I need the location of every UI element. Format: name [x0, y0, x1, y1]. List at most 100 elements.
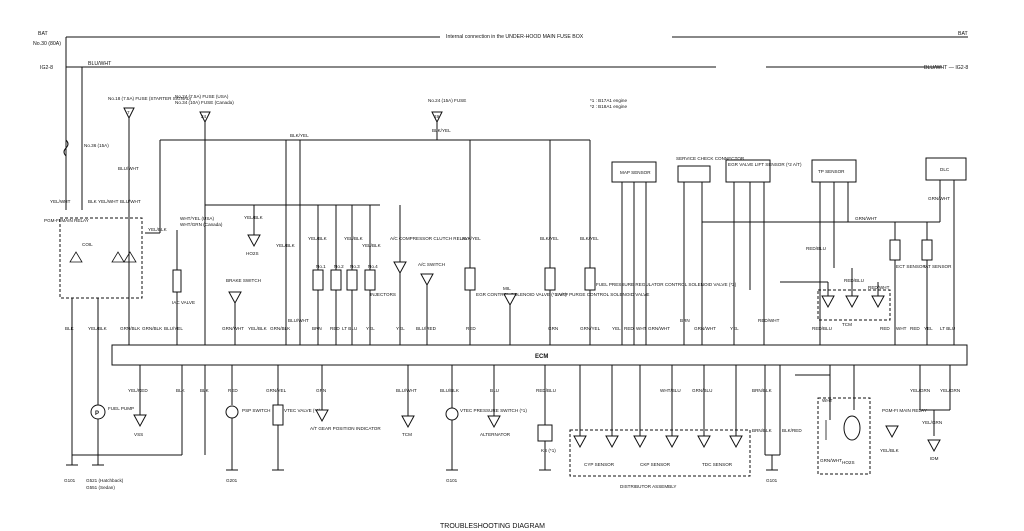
wire-label: BLU/WHT	[118, 166, 139, 171]
ho2s-top: HO2S	[246, 234, 261, 256]
wire-label: RED	[466, 326, 476, 331]
tp-sensor-label: TP SENSOR	[818, 169, 845, 174]
vtec-pressure-switch: VTEC PRESSURE SWITCH (*1) G101	[445, 407, 527, 483]
wire-label: RED	[624, 326, 634, 331]
wire-label: WHT/GRN (Canada)	[180, 222, 223, 227]
wire-label: RED/BLU	[812, 326, 832, 331]
vss-label: VSS	[134, 432, 143, 437]
fuse18-label: No.18 (7.5A) FUSE (STARTER SIGNAL)	[108, 96, 192, 101]
map-sensor-label: MAP SENSOR	[620, 170, 651, 175]
wire-label: YEL/BLK	[880, 448, 900, 453]
pgm-main-relay-label: PGM-FI MAIN RELAY	[44, 218, 89, 223]
iac-valve-label: IAC VALVE	[172, 300, 195, 305]
wire-label: YEL/GRN	[910, 388, 930, 393]
wire-label: RED	[330, 326, 340, 331]
wire-label: YEL/BLK	[308, 236, 328, 241]
fuse24-label: No.24 (15A) FUSE	[428, 98, 466, 103]
injector-4-label: No.4	[368, 264, 378, 269]
wire-label: YEL/GRN	[922, 420, 942, 425]
evap-purge-solenoid: EVAP PURGE CONTROL SOLENOID VALVE	[544, 267, 649, 355]
ac-compressor-relay: A/C COMPRESSOR CLUTCH RELAY	[390, 236, 468, 355]
wire-label: GRN/WHT	[222, 326, 244, 331]
at-gear-label: A/T GEAR POSITION INDICATOR	[310, 426, 381, 431]
iac-valve: IAC VALVE	[172, 230, 195, 355]
g521-label: G521 (Hatchback)	[86, 478, 124, 483]
wire-label: YEL	[396, 326, 405, 331]
wire-label: GRN/WHT	[928, 196, 950, 201]
wire-label: BRN/BLK	[752, 388, 773, 393]
wire-label: WHT	[636, 326, 647, 331]
tcm-top-label: TCM	[842, 322, 852, 327]
idm: YEL/GRN IDM	[922, 420, 942, 461]
wire-label: BLU/RED	[416, 326, 437, 331]
internal-conn-label: Internal connection in the UNDER-HOOD MA…	[446, 34, 584, 40]
coil-label: COIL	[82, 242, 93, 247]
alternator: ALTERNATOR	[480, 415, 511, 437]
wire-label: WHT/YEL (USA)	[180, 216, 214, 221]
wire-label: BLK	[176, 388, 186, 393]
wire-label: BLU/WHT	[288, 318, 309, 323]
fuel-pr-label: FUEL PRESSURE REGULATOR CONTROL SOLENOID…	[596, 282, 737, 287]
at-gear-position-indicator: A/T GEAR POSITION INDICATOR	[310, 409, 381, 431]
pgm-fi-main-relay-2: PGM-FI MAIN RELAY YEL/BLK	[880, 408, 927, 453]
ho2s-bottom-label: HO2S	[842, 460, 855, 465]
wire-label: GRN	[316, 388, 326, 393]
psp-switch: PSP SWITCH G201	[225, 405, 271, 483]
wire-label: BRN	[312, 326, 322, 331]
wire-label: YEL/WHT	[98, 199, 119, 204]
pgm-main-relay2-label: PGM-FI MAIN RELAY	[882, 408, 927, 413]
wire-label: BLK/YEL	[290, 133, 309, 138]
wire-label: YEL	[924, 326, 933, 331]
wire-label: RED	[910, 326, 920, 331]
wire-label: BLK	[200, 388, 210, 393]
wire-label: WHT	[822, 398, 833, 403]
ground-g101a: G101 G521 (Hatchback) G551 (Sedan)	[64, 355, 124, 490]
wire-label: GRN/WHT	[648, 326, 670, 331]
wire-label: LT BLU	[940, 326, 955, 331]
wire-label: RED/WHT	[868, 285, 890, 290]
wire-label: YEL/BLK	[88, 326, 108, 331]
ground-g101c: G101	[765, 454, 780, 483]
ig2-rail: IG2-8 BLU/WHT BLU/WHT — IG2-8	[40, 61, 968, 71]
ig2-label-right: BLU/WHT — IG2-8	[924, 65, 968, 71]
fuse18: No.18 (7.5A) FUSE (STARTER SIGNAL) 7 BLU…	[108, 96, 192, 355]
g101b-label: G101	[446, 478, 458, 483]
injector-2-label: No.2	[334, 264, 344, 269]
wire-label: YEL/BLK	[276, 243, 296, 248]
bus-drops	[205, 140, 591, 355]
wire-label: GRN/WHT	[820, 458, 842, 463]
footer-title: TROUBLESHOOTING DIAGRAM	[440, 523, 545, 530]
g201-label: G201	[226, 478, 238, 483]
fuel-pump: P FUEL PUMP	[90, 355, 134, 465]
injectors-label: INJECTORS	[370, 292, 396, 297]
ac-switch-label: A/C SWITCH	[418, 262, 445, 267]
fuse24: No.24 (15A) FUSE 19 BLK/YEL	[428, 98, 466, 140]
injector-1-label: No.1	[316, 264, 326, 269]
wire-label: RED	[880, 326, 890, 331]
ecm: ECM	[111, 344, 968, 366]
map-sensor: MAP SENSOR	[611, 161, 657, 355]
g101c-label: G101	[766, 478, 778, 483]
fuse36-label: No.36 (15A)	[84, 143, 109, 148]
g101a-label: G101	[64, 478, 76, 483]
vtec-ps-label: VTEC PRESSURE SWITCH (*1)	[460, 408, 527, 413]
ks-label: KS (*1)	[541, 448, 556, 453]
wire-label: GRN/WHT	[855, 216, 877, 221]
egr-solenoid-label: EGR CONTROL SOLENOID VALVE (*1 A/T)	[476, 292, 567, 297]
wire-label: YEL/BLK	[244, 215, 264, 220]
ac-switch: A/C SWITCH	[418, 262, 445, 355]
fuse30-label: No.30 (80A)	[33, 41, 61, 47]
wire-label: GRN/BLK	[270, 326, 291, 331]
dlc-label: DLC	[940, 167, 950, 172]
wire-label: WHT	[896, 326, 907, 331]
wire-label: BRN/BLK	[752, 428, 773, 433]
wire-label: GRN/YEL	[266, 388, 287, 393]
wire-label: BRN	[680, 318, 690, 323]
engine-note-1: *1 : B17A1 engine	[590, 98, 627, 103]
wire-label: BLK	[88, 199, 98, 204]
psp-label: PSP SWITCH	[242, 408, 271, 413]
wire-label: GRN/WHT	[694, 326, 716, 331]
bat-label-left: BAT	[38, 31, 49, 37]
tp-sensor: TP SENSOR	[811, 159, 857, 355]
